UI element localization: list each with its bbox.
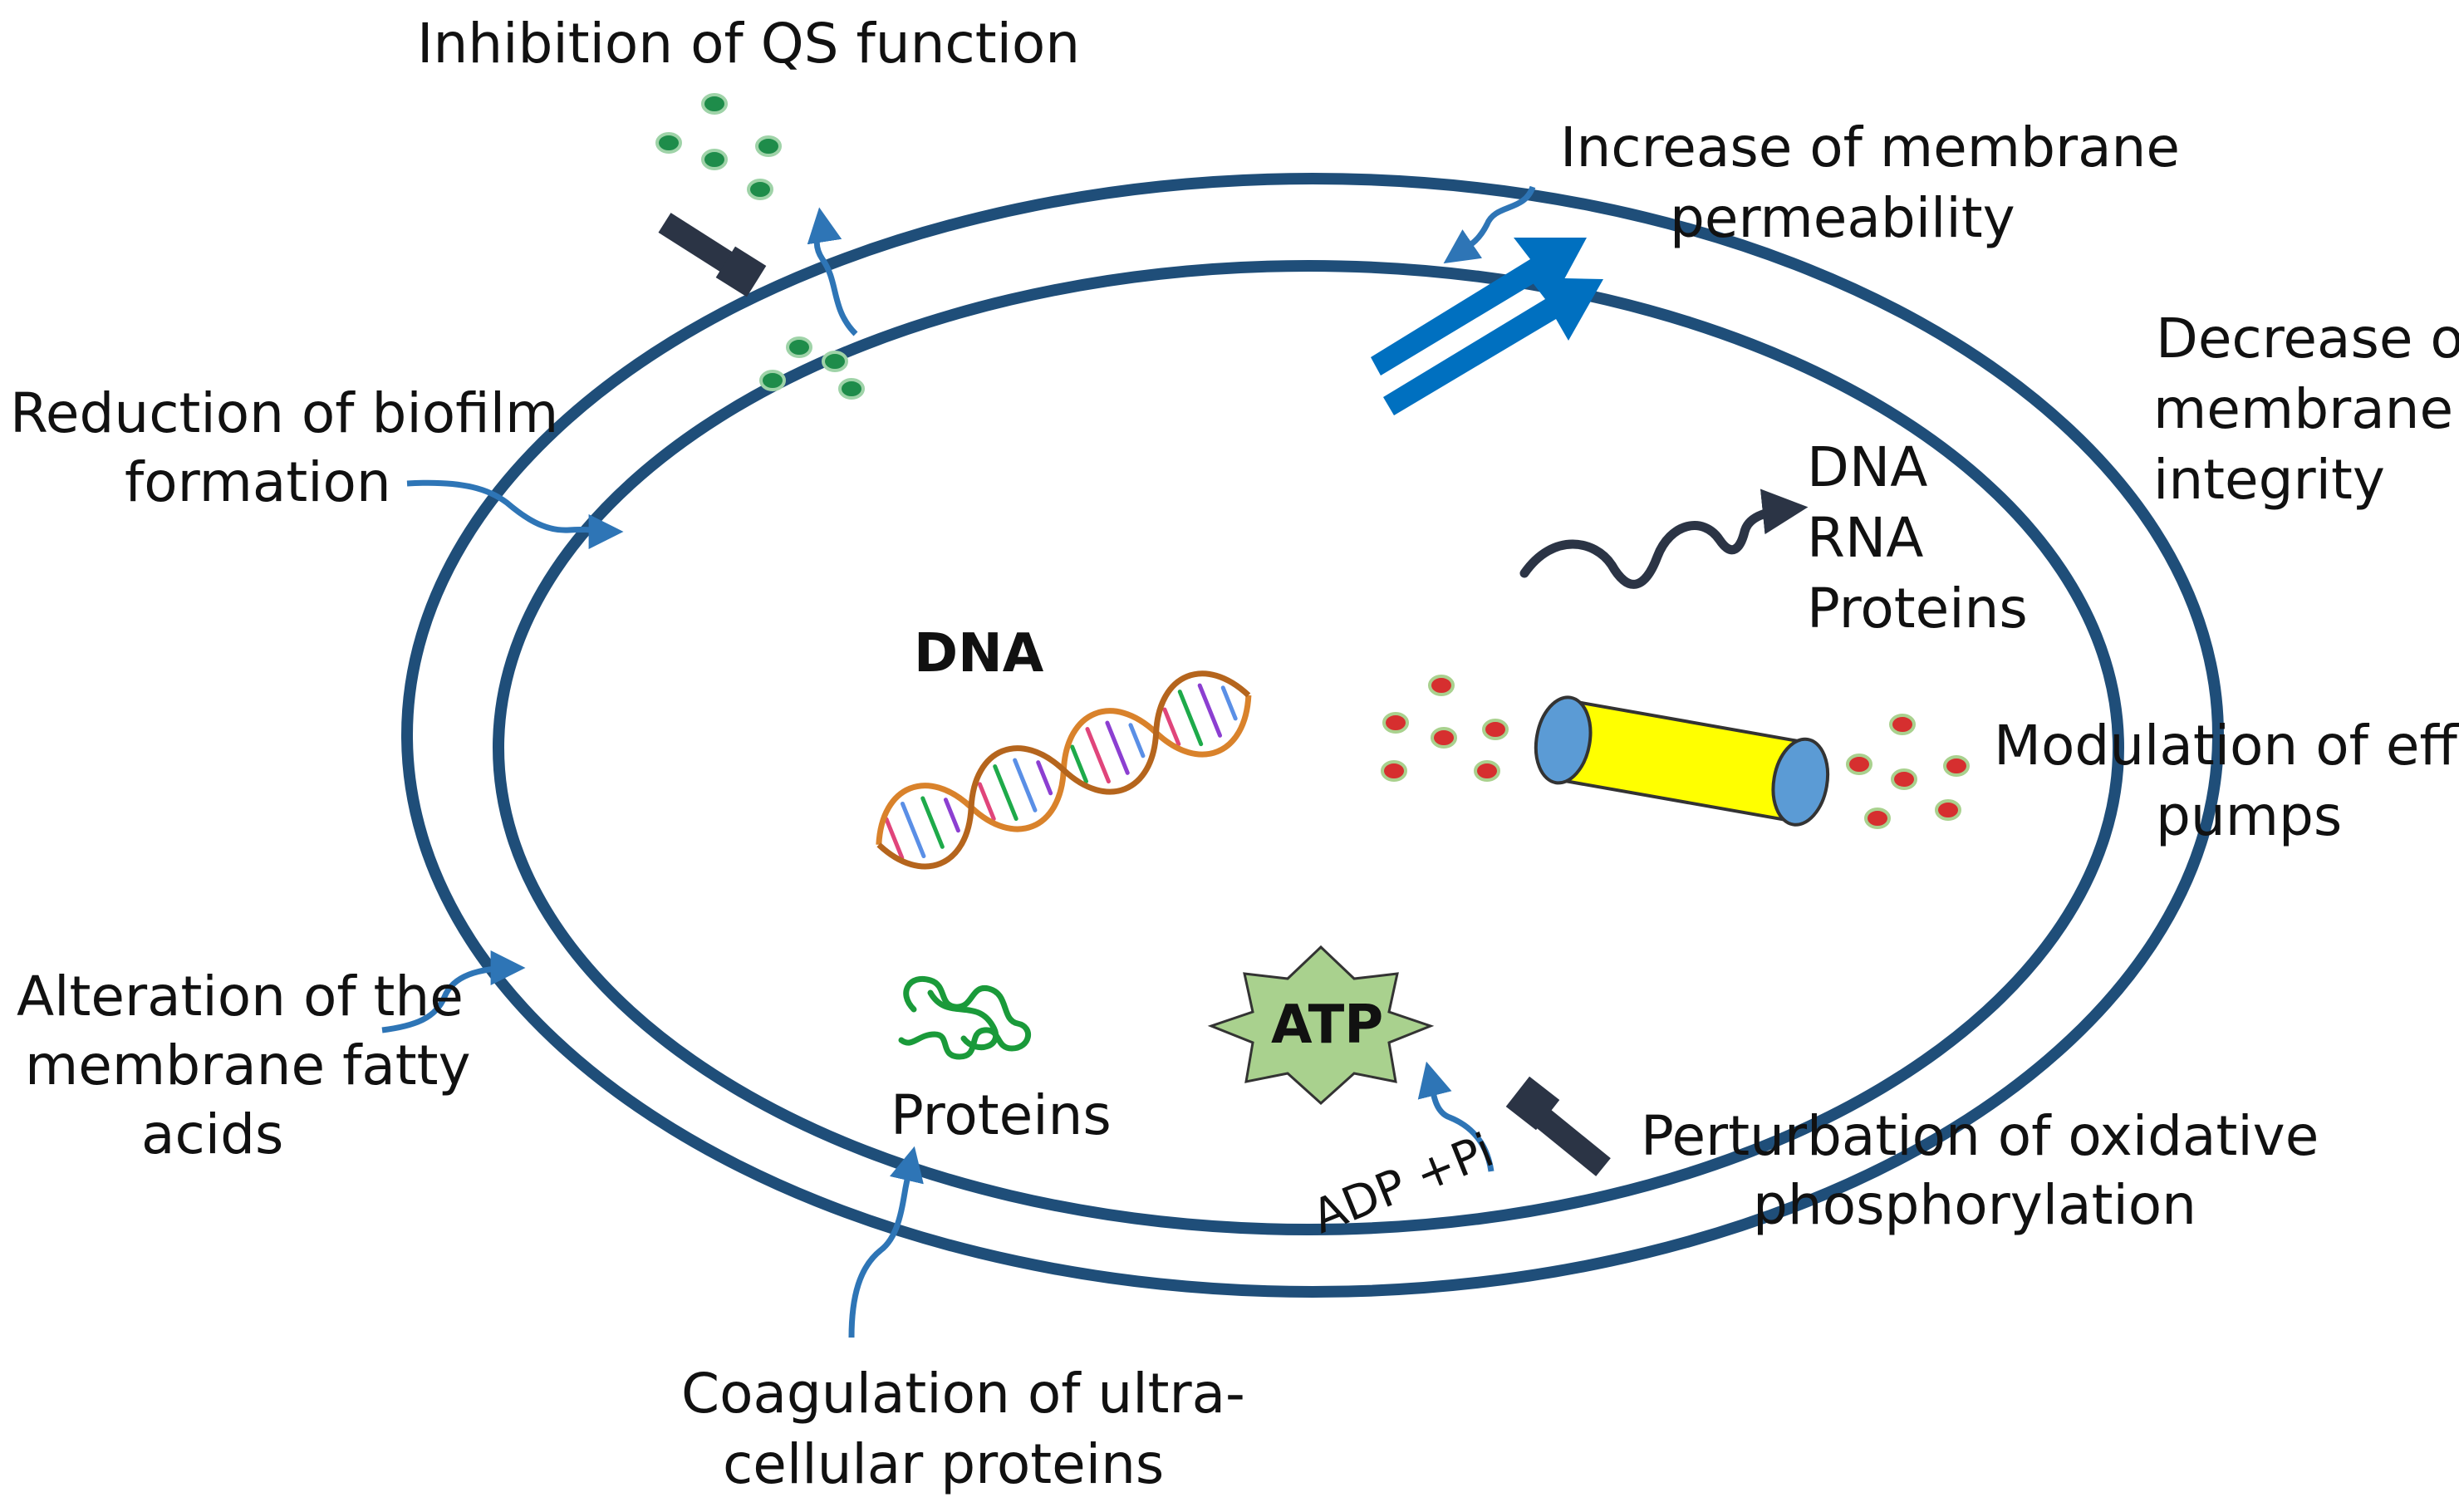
label-proteins: Proteins: [891, 1083, 1112, 1147]
fatty-acids-arrow: [381, 950, 526, 1033]
adp-to-atp-arrow: [1417, 1061, 1495, 1172]
label-integrity-line3: integrity: [2153, 448, 2385, 512]
label-efflux-line1: Modulation of efflux: [1994, 714, 2459, 778]
folded-protein-icon: [898, 975, 1032, 1060]
label-integrity-line2: membrane: [2153, 377, 2453, 441]
label-fatty-line2: membrane fatty: [25, 1033, 471, 1097]
label-leak-proteins: Proteins: [1807, 577, 2028, 641]
label-oxphos-line2: phosphorylation: [1753, 1173, 2196, 1237]
qs-receptor-icon: [658, 213, 767, 297]
inner-membrane: [493, 260, 2124, 1235]
dna-double-helix-icon: [876, 670, 1252, 870]
atp-star-icon: [1207, 945, 1435, 1106]
efflux-pump-cylinder-icon: [1534, 695, 1830, 827]
label-efflux-line2: pumps: [2156, 784, 2342, 848]
label-fatty-line3: acids: [141, 1102, 283, 1166]
label-permeability-line2: permeability: [1670, 186, 2015, 250]
label-dna: DNA: [914, 623, 1044, 685]
permeability-arrows-icon: [1371, 238, 1603, 415]
efflux-dots-inside: [1381, 675, 1509, 782]
label-coagulation-line1: Coagulation of ultra-: [681, 1362, 1245, 1426]
qs-signal-dots-inside: [759, 336, 865, 400]
label-fatty-line1: Alteration of the: [17, 965, 464, 1028]
label-permeability-line1: Increase of membrane: [1560, 115, 2180, 179]
outer-membrane: [401, 173, 2224, 1298]
label-qs-inhibition: Inhibition of QS function: [417, 12, 1080, 76]
label-integrity-line1: Decrease of: [2156, 307, 2459, 371]
qs-signal-dots-outside: [655, 93, 782, 200]
permeability-arrow: [1443, 185, 1536, 264]
coagulation-arrow: [848, 1146, 924, 1338]
efflux-dots-outside: [1846, 714, 1970, 829]
label-leak-dna: DNA: [1807, 435, 1927, 499]
biofilm-arrow: [406, 479, 624, 549]
label-leak-rna: RNA: [1807, 506, 1923, 570]
label-biofilm-line2: formation: [125, 450, 391, 514]
oxphos-blocker-icon: [1505, 1076, 1611, 1176]
label-coagulation-line2: cellular proteins: [723, 1432, 1164, 1496]
qs-export-arrow: [807, 207, 858, 336]
label-oxphos-line1: Perturbation of oxidative: [1641, 1104, 2319, 1168]
label-biofilm-line1: Reduction of biofilm: [10, 381, 558, 445]
label-atp: ATP: [1271, 994, 1383, 1056]
leakage-arrow: [1519, 488, 1809, 589]
